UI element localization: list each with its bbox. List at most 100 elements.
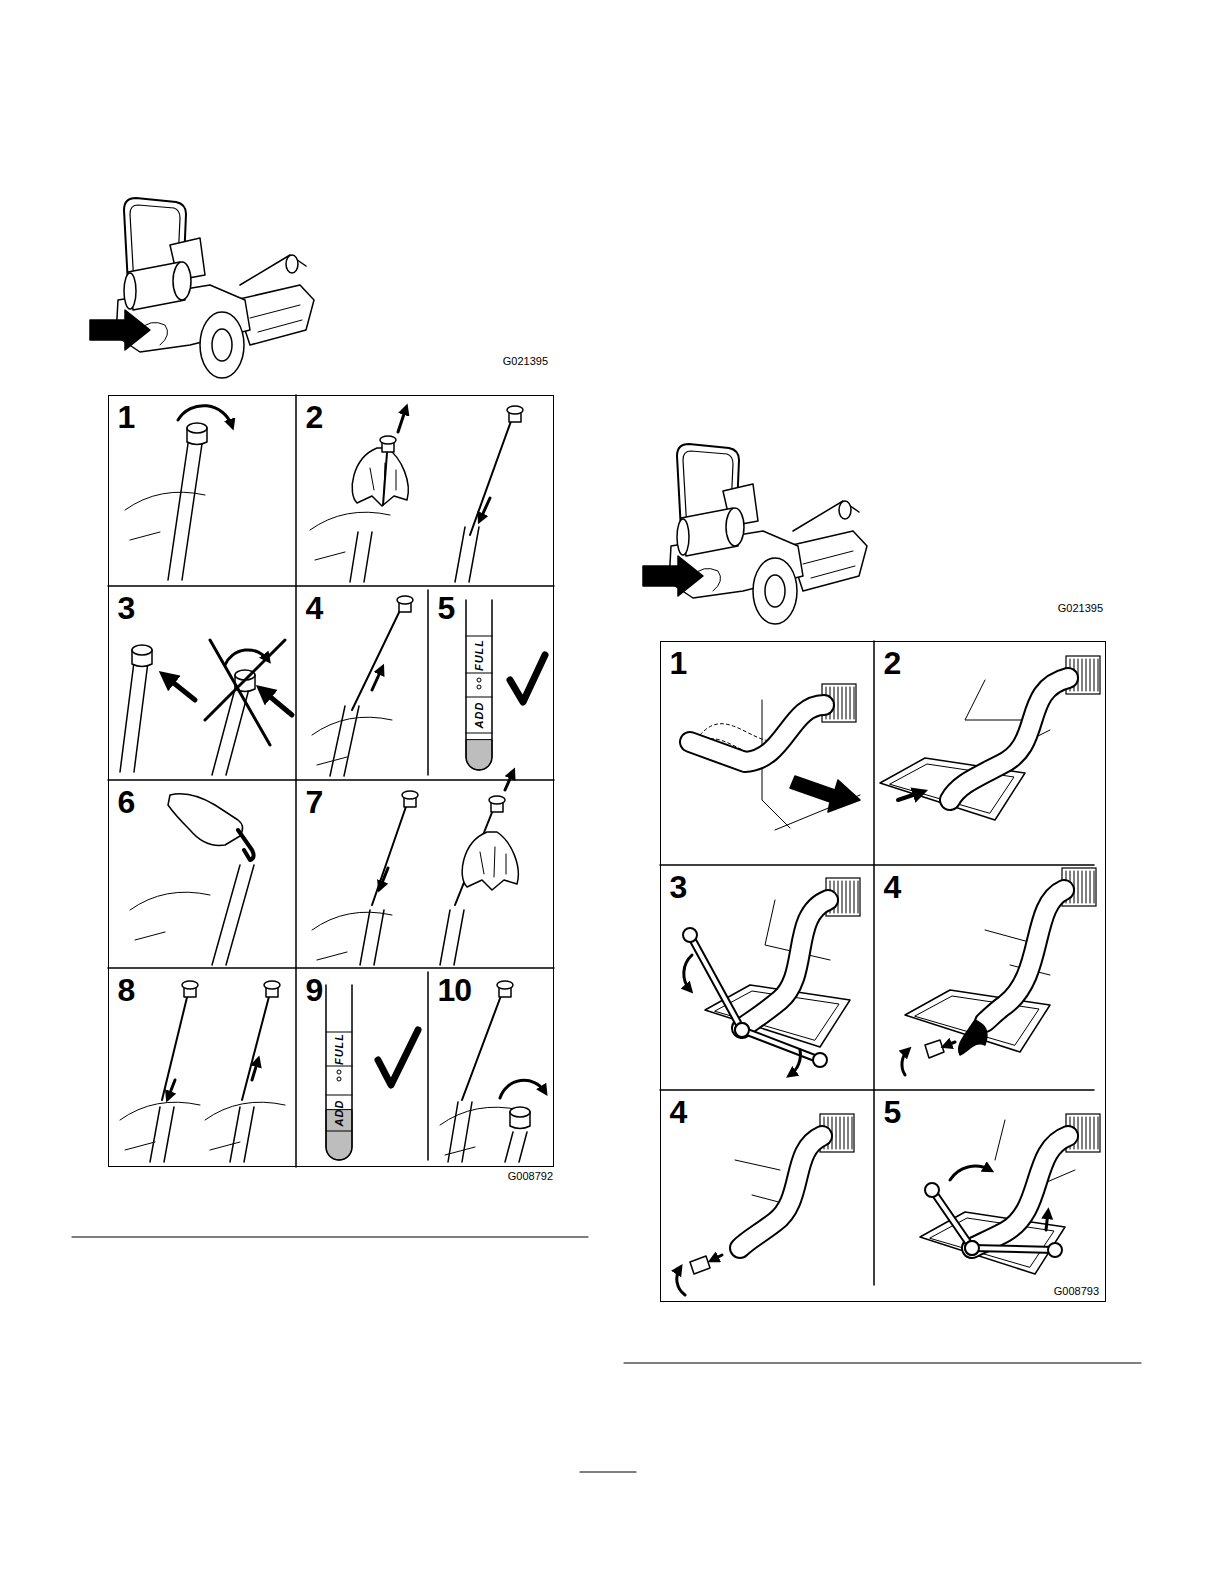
line-art xyxy=(312,912,392,930)
drain-hose xyxy=(740,1136,822,1248)
line-art xyxy=(440,1107,520,1125)
step-panel: 3 xyxy=(660,865,874,1090)
figure-code: G008792 xyxy=(508,1171,553,1182)
line-art xyxy=(344,706,359,776)
wrench xyxy=(735,1023,749,1037)
line-art xyxy=(477,678,481,682)
line-art xyxy=(124,273,136,309)
step-panel: 1 xyxy=(108,395,296,586)
direction-arrow xyxy=(372,668,382,690)
rotation-arrow xyxy=(790,1050,800,1075)
wrench xyxy=(965,1241,979,1255)
line-art xyxy=(326,1131,352,1132)
line-art xyxy=(677,519,689,555)
line-art xyxy=(477,685,481,689)
step-number: 4 xyxy=(670,1096,687,1128)
line-art xyxy=(212,865,240,965)
drain-plug xyxy=(690,1256,710,1274)
drain-hose xyxy=(690,705,824,762)
line-art xyxy=(326,1032,352,1033)
step-panel: 5 xyxy=(874,1090,1106,1302)
line-art xyxy=(374,910,384,965)
step-panel: 7 xyxy=(296,780,554,968)
wrench xyxy=(813,1053,827,1067)
dipstick xyxy=(402,791,418,799)
line-art xyxy=(310,512,390,530)
line-art xyxy=(250,305,302,332)
direction-arrow xyxy=(480,498,490,520)
grid-line xyxy=(660,641,1094,1285)
line-art xyxy=(360,910,370,965)
line-art xyxy=(130,892,210,910)
direction-arrow xyxy=(712,1255,722,1260)
figure-frame: 123445G008793 xyxy=(660,641,1106,1302)
dipstick xyxy=(507,406,523,414)
rear-wheel xyxy=(753,558,797,624)
line-art xyxy=(326,1095,352,1096)
step-panel: 2 xyxy=(296,395,554,586)
step-panel: 5 xyxy=(428,586,554,780)
line-art xyxy=(182,430,204,580)
prohibited-mark xyxy=(205,640,285,745)
dipstick xyxy=(162,985,190,1100)
drain-plug xyxy=(925,1040,944,1058)
line-art xyxy=(230,1107,240,1162)
line-art xyxy=(168,430,190,580)
direction-arrow xyxy=(165,676,195,700)
dipstick-cap xyxy=(187,423,207,433)
line-art xyxy=(226,865,254,965)
step-number: 9 xyxy=(306,974,323,1006)
line-art xyxy=(337,1070,341,1074)
line-art xyxy=(466,697,492,698)
line-art xyxy=(505,1132,513,1162)
dipstick-cap xyxy=(510,1107,530,1117)
line-art xyxy=(210,1142,240,1150)
dipstick xyxy=(489,796,505,804)
wrench xyxy=(932,1190,972,1248)
direction-arrow xyxy=(252,1060,258,1080)
line-art xyxy=(466,636,492,637)
line-art xyxy=(440,910,450,965)
dipstick xyxy=(264,981,280,989)
figure-code: G021395 xyxy=(1058,603,1103,614)
rotation-arrow xyxy=(902,1050,908,1075)
dipstick xyxy=(470,410,515,535)
step-number: 4 xyxy=(306,592,323,624)
line-art xyxy=(286,255,298,273)
rotation-arrow xyxy=(684,955,692,990)
line-art xyxy=(803,551,855,578)
step-number: 2 xyxy=(884,647,901,679)
step-panel: 9 xyxy=(296,968,428,1167)
step-number: 3 xyxy=(118,592,135,624)
grid-line xyxy=(108,395,554,1167)
line-art xyxy=(312,717,392,735)
checkmark xyxy=(510,655,545,702)
step-number: 3 xyxy=(670,871,687,903)
dipstick-cap xyxy=(132,645,152,655)
line-art xyxy=(226,685,250,775)
drain-hose xyxy=(690,705,824,762)
line-art xyxy=(793,501,859,531)
step-number: 4 xyxy=(884,871,901,903)
direction-arrow xyxy=(945,1042,955,1046)
dipstick-closeup xyxy=(326,985,352,1160)
direction-arrow xyxy=(505,772,513,790)
step-number: 1 xyxy=(670,647,687,679)
line-art xyxy=(448,1102,458,1162)
step-panel: 4 xyxy=(296,586,428,780)
rag xyxy=(462,832,518,890)
direction-arrow xyxy=(398,408,406,432)
wrench xyxy=(690,935,742,1030)
direction-arrow xyxy=(168,1080,175,1098)
drain-hose xyxy=(972,1136,1068,1248)
wrench xyxy=(932,1190,972,1248)
line-art xyxy=(726,508,744,546)
location-arrow xyxy=(90,310,150,350)
wrench xyxy=(735,1023,749,1037)
wrench xyxy=(690,935,742,1030)
dipstick xyxy=(182,981,198,989)
line-art xyxy=(135,932,165,940)
step-number: 10 xyxy=(438,974,472,1006)
line-art xyxy=(519,1132,527,1162)
step-number: 5 xyxy=(884,1096,901,1128)
